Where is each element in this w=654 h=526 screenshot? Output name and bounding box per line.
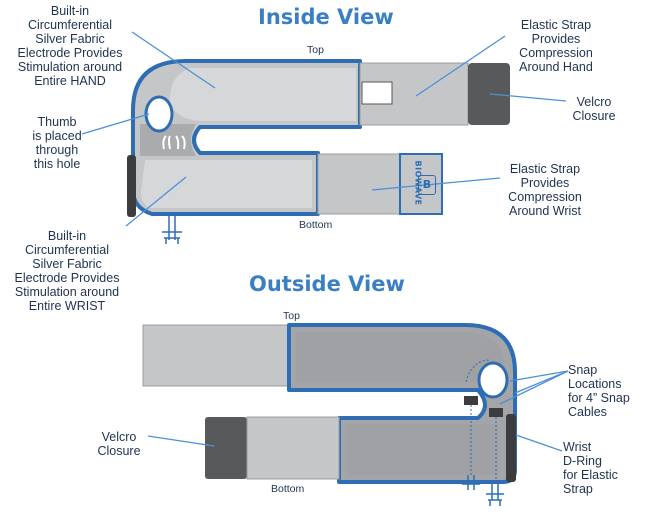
callout-snaps: Snap Locations for 4” Snap Cables: [568, 363, 630, 419]
outside-snap-2: [489, 408, 503, 417]
outside-wire-lines: [465, 359, 497, 480]
biowave-brand-mark: B: [418, 175, 436, 195]
outside-snap-1: [464, 396, 478, 405]
inside-leader-lines: [81, 31, 567, 227]
inside-palm-area: [140, 124, 196, 156]
inside-top-label: Top: [307, 44, 324, 56]
outside-top-label: Top: [283, 310, 300, 322]
outside-wrist-strap: [246, 416, 340, 480]
inside-velcro-tab: [468, 63, 510, 125]
callout-hand-electrode: Built-in Circumferential Silver Fabric E…: [17, 4, 123, 88]
inside-snap-connector: [162, 216, 182, 244]
outside-velcro-tab: [205, 417, 247, 479]
outside-wrist-panel: [346, 424, 498, 475]
callout-d-ring: Wrist D-Ring for Elastic Strap: [563, 440, 618, 496]
callout-wrist-electrode: Built-in Circumferential Silver Fabric E…: [14, 229, 120, 313]
callout-velcro-outside: Velcro Closure: [97, 430, 141, 458]
outside-view-title: Outside View: [249, 272, 405, 296]
inside-bottom-label: Bottom: [299, 219, 333, 231]
outside-hand-strap: [142, 324, 290, 387]
outside-view-garment: [142, 323, 517, 506]
inside-thumb-hole: [144, 95, 174, 133]
hand-icons: [162, 135, 186, 150]
outside-leader-lines: [147, 370, 569, 452]
callout-thumb-hole: Thumb is placed through this hole: [32, 115, 82, 171]
outside-d-ring-bar: [506, 414, 516, 482]
callout-hand-strap: Elastic Strap Provides Compression Aroun…: [519, 18, 593, 74]
inside-d-ring-bar: [127, 155, 136, 217]
inside-view-garment: [127, 59, 510, 244]
inside-wrist-electrode: [141, 160, 312, 208]
inside-strap-label-patch: [361, 81, 393, 105]
callout-wrist-strap: Elastic Strap Provides Compression Aroun…: [508, 162, 582, 218]
outside-bottom-label: Bottom: [271, 483, 305, 495]
outside-hand-panel: [296, 332, 505, 382]
callout-velcro-inside: Velcro Closure: [572, 95, 616, 123]
inside-view-title: Inside View: [258, 5, 394, 29]
inside-wrist-strap: [317, 153, 401, 215]
outside-thumb-hole: [477, 361, 509, 399]
outside-snap-connectors: [462, 475, 504, 506]
inside-hand-electrode: [169, 68, 356, 121]
